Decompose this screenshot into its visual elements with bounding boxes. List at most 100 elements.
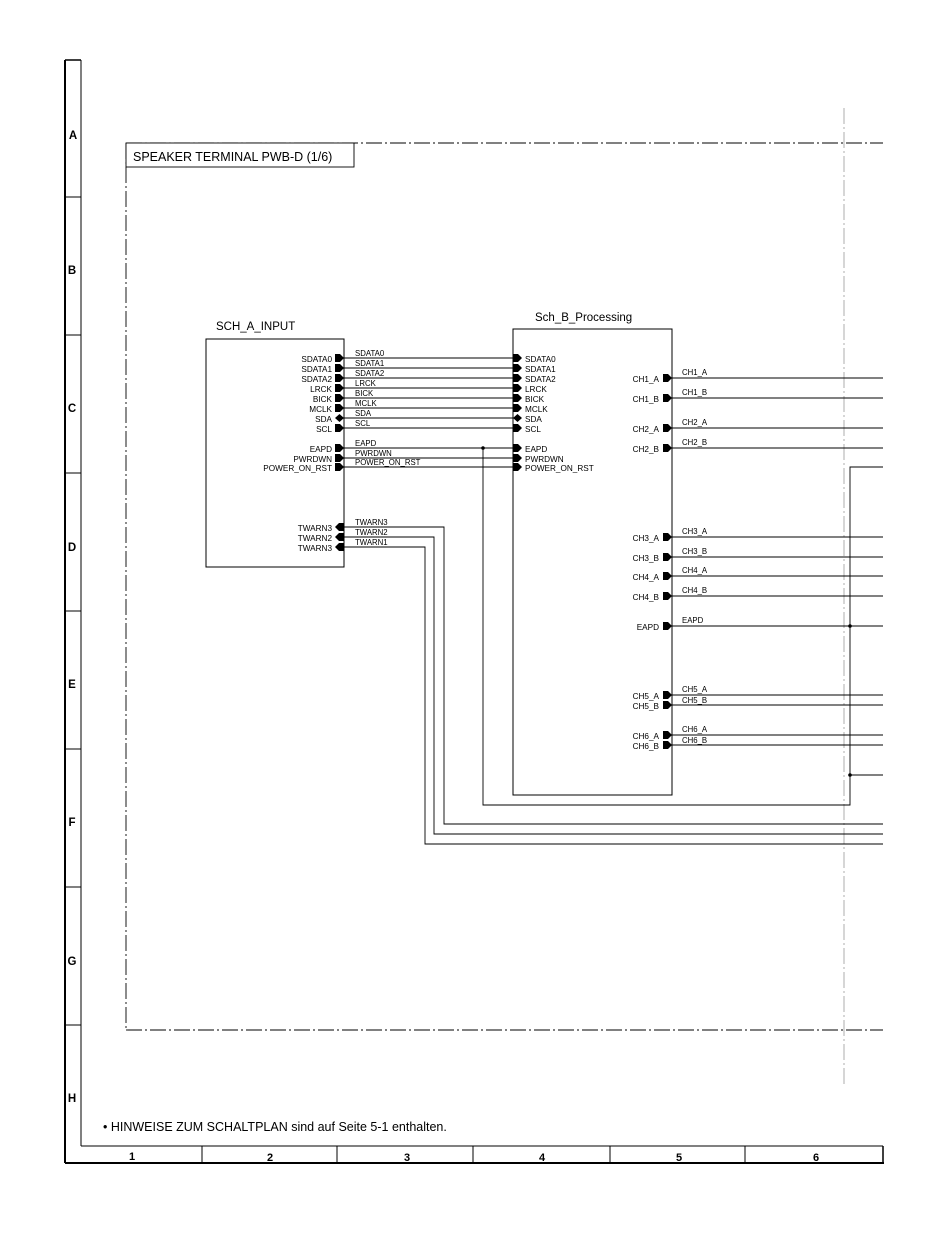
input-port-marker (513, 364, 522, 372)
output-port-marker (335, 424, 344, 432)
pin-label: BICK (313, 395, 333, 404)
pin-label: MCLK (309, 405, 332, 414)
bidir-port-marker (335, 414, 344, 422)
output-port-marker (663, 374, 672, 382)
pin-label: TWARN3 (298, 544, 333, 553)
bus-net-labels: SDATA0 SDATA1 SDATA2 LRCK BICK MCLK SDA … (355, 349, 421, 467)
row-label: F (68, 817, 75, 829)
input-port-marker (513, 463, 522, 471)
input-port-marker (513, 384, 522, 392)
net-label: CH5_A (682, 685, 708, 694)
net-label: CH3_A (682, 527, 708, 536)
column-label: 2 (267, 1152, 273, 1164)
pin-label: SCL (316, 425, 332, 434)
net-label: TWARN3 (355, 518, 388, 527)
input-port-marker (513, 424, 522, 432)
junction-dot (481, 446, 485, 450)
pin-label: CH6_B (633, 742, 660, 751)
row-label: B (68, 265, 76, 277)
input-port-marker (513, 404, 522, 412)
input-port-marker (513, 454, 522, 462)
net-label: CH1_B (682, 388, 707, 397)
processing-block-title: Sch_B_Processing (535, 312, 632, 324)
net-label: EAPD (682, 616, 704, 625)
schematic-footnote: • HINWEISE ZUM SCHALTPLAN sind auf Seite… (103, 1120, 447, 1134)
pin-label: CH1_B (633, 395, 660, 404)
processing-left-pin-labels: SDATA0 SDATA1 SDATA2 LRCK BICK MCLK SDA … (525, 355, 594, 473)
pin-label: EAPD (525, 445, 547, 454)
output-port-marker (663, 731, 672, 739)
net-label: CH1_A (682, 368, 708, 377)
output-port-marker (663, 553, 672, 561)
pin-label: CH5_B (633, 702, 660, 711)
net-label: TWARN1 (355, 538, 388, 547)
board-title-box (125, 142, 355, 168)
processing-block-ports (513, 354, 672, 749)
net-label: BICK (355, 389, 374, 398)
pin-label: TWARN2 (298, 534, 333, 543)
input-block-ports (335, 354, 344, 551)
column-label: 1 (129, 1151, 135, 1163)
output-port-marker (663, 572, 672, 580)
output-port-marker (335, 463, 344, 471)
pin-label: POWER_ON_RST (263, 464, 332, 473)
row-label: G (68, 956, 77, 968)
net-label: EAPD (355, 439, 377, 448)
input-port-marker (335, 533, 344, 541)
pin-label: SCL (525, 425, 541, 434)
column-label: 4 (539, 1152, 546, 1164)
output-port-marker (335, 384, 344, 392)
row-label: A (69, 130, 77, 142)
column-label: 3 (404, 1152, 410, 1164)
output-port-marker (663, 444, 672, 452)
output-port-marker (335, 404, 344, 412)
input-block-title: SCH_A_INPUT (216, 321, 295, 333)
input-port-marker (513, 374, 522, 382)
pin-label: CH6_A (633, 732, 660, 741)
output-port-marker (663, 592, 672, 600)
pin-label: BICK (525, 395, 545, 404)
net-label: CH5_B (682, 696, 707, 705)
sheet-frame (64, 59, 884, 1164)
pin-label: CH1_A (633, 375, 660, 384)
pin-label: LRCK (310, 385, 332, 394)
output-port-marker (335, 454, 344, 462)
net-label: SDATA0 (355, 349, 385, 358)
input-port-marker (335, 543, 344, 551)
pin-label: CH4_A (633, 573, 660, 582)
input-port-marker (513, 394, 522, 402)
net-label: LRCK (355, 379, 377, 388)
input-block (205, 338, 345, 568)
pin-label: TWARN3 (298, 524, 333, 533)
pin-label: SDATA2 (525, 375, 556, 384)
junctions (481, 446, 852, 777)
processing-block (512, 328, 673, 796)
pin-label: SDATA0 (525, 355, 556, 364)
net-label: PWRDWN (355, 449, 392, 458)
column-label: 6 (813, 1152, 819, 1164)
column-labels: 1 2 3 4 5 6 (129, 1151, 819, 1164)
pin-label: SDATA1 (525, 365, 556, 374)
row-label: D (68, 542, 76, 554)
output-port-marker (335, 394, 344, 402)
net-label: CH3_B (682, 547, 707, 556)
output-port-marker (663, 533, 672, 541)
net-label: SDA (355, 409, 372, 418)
output-port-marker (663, 622, 672, 630)
pin-label: CH2_B (633, 445, 660, 454)
wires (344, 357, 883, 845)
row-labels: A B C D E F G H (68, 130, 78, 1105)
pin-label: CH4_B (633, 593, 660, 602)
junction-dot (848, 773, 852, 777)
pin-label: EAPD (637, 623, 659, 632)
bidir-port-marker (513, 414, 522, 422)
pin-label: CH3_B (633, 554, 660, 563)
row-label: E (68, 679, 76, 691)
output-port-marker (663, 394, 672, 402)
output-port-marker (663, 691, 672, 699)
pin-label: CH5_A (633, 692, 660, 701)
output-port-marker (663, 741, 672, 749)
board-title: SPEAKER TERMINAL PWB-D (1/6) (133, 150, 332, 164)
input-port-marker (513, 354, 522, 362)
column-label: 5 (676, 1152, 682, 1164)
